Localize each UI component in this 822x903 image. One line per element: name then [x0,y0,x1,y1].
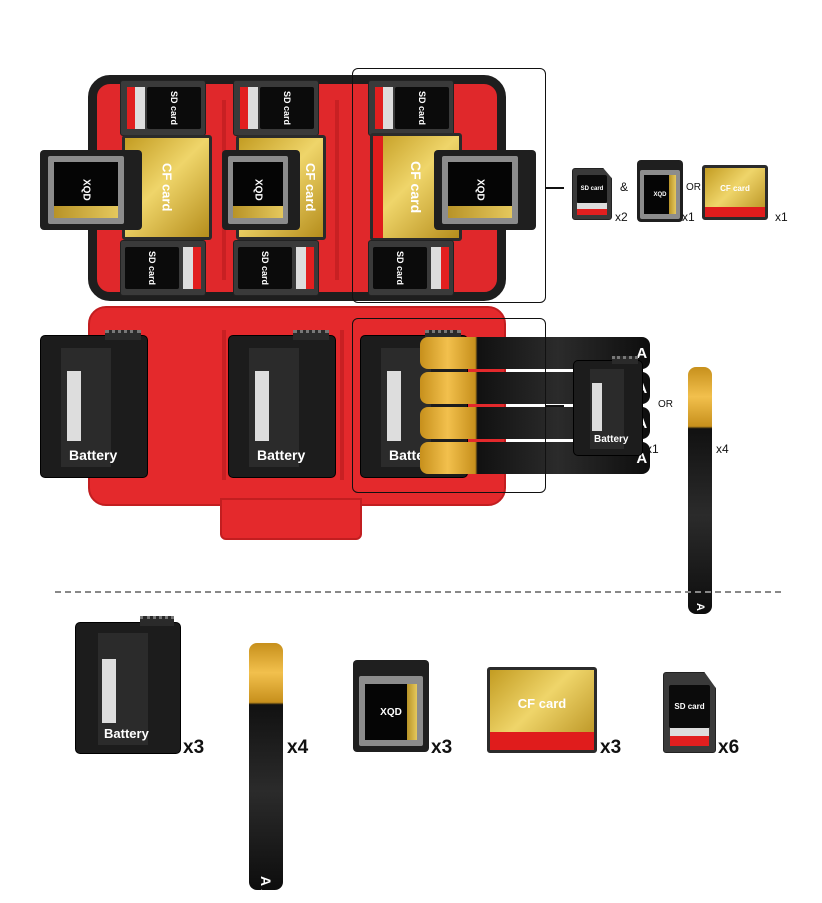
or-label: OR [658,399,673,410]
connector-line [546,405,564,407]
xqd-card: XQD [637,160,683,222]
sd-card: SD card [233,240,319,296]
aa-quantity: x4 [287,737,309,758]
aa-quantity: x4 [716,442,729,456]
sd-card: SD card [368,80,454,136]
battery-quantity: x1 [646,442,659,456]
sd-card: SD card [233,80,319,136]
xqd-card: XQD [222,150,300,230]
divider [340,330,344,480]
sd-card: SD card [120,240,206,296]
xqd-quantity: x1 [682,210,695,224]
cf-quantity: x1 [775,210,788,224]
sd-card: SD card [120,80,206,136]
sd-card: SD card [368,240,454,296]
xqd-card: XQD [40,150,142,230]
camera-battery: Battery [573,356,643,456]
divider [335,100,339,280]
sd-quantity: x2 [615,210,628,224]
xqd-card: XQD [353,660,429,752]
xqd-card: XQD [434,150,536,230]
aa-battery: AA [688,367,712,625]
sd-card: SD card [663,672,716,753]
sd-quantity: x6 [718,737,740,758]
cf-quantity: x3 [600,737,622,758]
aa-battery: AA [249,643,283,903]
sd-card: SD card [572,168,612,220]
cf-card: CF card [487,667,597,753]
xqd-quantity: x3 [431,737,453,758]
highlight-card-slot [352,68,546,303]
divider [222,330,226,480]
battery-quantity: x3 [183,737,205,758]
camera-battery: Battery [40,330,148,478]
and-label: & [620,180,629,194]
camera-battery: Battery [228,330,336,478]
highlight-battery-slot [352,318,546,493]
connector-line [546,187,564,189]
or-label: OR [686,182,701,193]
section-divider [55,591,781,593]
camera-battery: Battery [75,616,181,754]
cf-card: CF card [702,165,768,220]
case-latch[interactable] [220,498,362,540]
